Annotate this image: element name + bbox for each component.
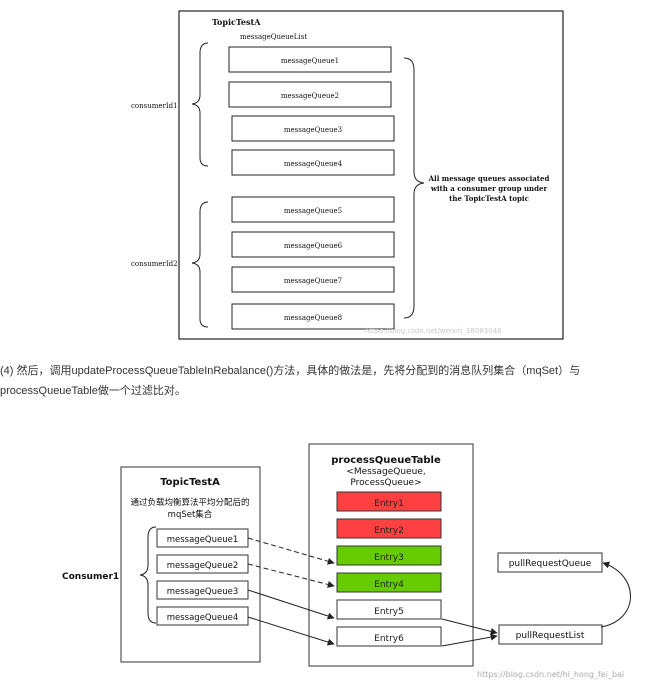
topic-title: TopicTestA: [212, 17, 261, 27]
message-queue-label: messageQueue5: [284, 207, 342, 215]
message-queue-box: [231, 303, 395, 330]
pull-request-list-label: pullRequestList: [516, 631, 585, 641]
process-queue-entry-label: Entry4: [374, 580, 404, 590]
arrow-entry6-pull-request-list: [441, 633, 498, 647]
description-paragraph: (4) 然后，调用updateProcessQueueTableInRebala…: [0, 361, 660, 401]
topic-box-subtitle-2: mqSet集合: [168, 509, 213, 520]
mqset-queue-label: messageQueue2: [167, 561, 239, 571]
message-queue-label: messageQueue4: [284, 160, 343, 168]
consumer-brace-2: [191, 201, 209, 328]
all-queues-note-line-2: with a consumer group under: [430, 184, 548, 193]
mqset-queue-label: messageQueue4: [167, 613, 239, 623]
message-queue-label: messageQueue8: [284, 314, 342, 322]
pull-request-queue-box: [497, 552, 603, 573]
message-queue-box: [231, 115, 395, 142]
process-queue-entry: [336, 545, 442, 566]
mqset-queue-box: [156, 606, 249, 626]
consumer-label: Consumer1: [62, 572, 119, 582]
topic-box-subtitle-1: 通过负载均衡算法平均分配后的: [130, 497, 249, 508]
message-queue-box: [228, 81, 392, 108]
description-line-1: (4) 然后，调用updateProcessQueueTableInRebala…: [0, 365, 581, 377]
process-queue-table-subtitle-2: ProcessQueue>: [350, 478, 421, 488]
description-line-2: processQueueTable做一个过滤比对。: [0, 385, 186, 397]
message-queue-label: messageQueue1: [281, 57, 339, 65]
watermark-1: https://blog.csdn.net/weixin_38083048: [365, 327, 502, 335]
arrow-pull-request-list-to-queue: [600, 561, 631, 628]
consumer-brace: [139, 526, 157, 624]
all-queues-note-line-1: All message queues associated: [428, 174, 550, 183]
mqset-queue-label: messageQueue3: [167, 587, 239, 597]
message-queue-label: messageQueue2: [281, 92, 339, 100]
topic-box-title: TopicTestA: [160, 477, 220, 488]
message-queue-box: [231, 231, 395, 258]
consumer-id-2-label: consumerId2: [131, 260, 178, 268]
process-queue-entry-label: Entry1: [374, 499, 404, 509]
process-queue-table-subtitle-1: <MessageQueue,: [346, 467, 425, 477]
process-queue-entry: [336, 491, 442, 512]
consumer-id-1-label: consumerId1: [131, 102, 178, 110]
process-queue-table-diagram: TopicTestA 通过负载均衡算法平均分配后的 mqSet集合 messag…: [62, 443, 631, 679]
process-queue-entry: [336, 572, 442, 593]
message-queue-label: messageQueue7: [284, 277, 342, 285]
queue-boxes: messageQueue1 messageQueue2 messageQueue3 m…: [228, 46, 395, 330]
process-queue-entry-label: Entry5: [374, 607, 404, 617]
pull-request-queue-label: pullRequestQueue: [509, 559, 592, 569]
process-queue-entry-label: Entry2: [374, 526, 404, 536]
arrow-queue4-entry6: [247, 616, 335, 646]
consumer-brace-1: [191, 42, 209, 167]
message-queue-list-label: messageQueueList: [240, 33, 307, 41]
process-queue-entry-label: Entry3: [374, 553, 404, 563]
process-queue-table-title: processQueueTable: [331, 455, 441, 466]
all-queues-note-line-3: the TopicTestA topic: [449, 194, 529, 203]
pull-request-list-box: [498, 624, 603, 645]
all-queues-brace: [403, 57, 425, 319]
process-queue-entry-label: Entry6: [374, 634, 404, 644]
process-queue-entry: [336, 599, 442, 620]
arrow-queue1-entry3: [247, 537, 335, 565]
watermark-2: https://blog.csdn.net/hi_hong_fei_bai: [477, 670, 624, 679]
mqset-queue-boxes: messageQueue1 messageQueue2 messageQueue3 m…: [156, 528, 249, 626]
mqset-queue-label: messageQueue1: [167, 535, 239, 545]
message-queue-label: messageQueue6: [284, 242, 343, 250]
arrow-entry5-pull-request-list: [441, 618, 498, 635]
topic-queue-diagram: TopicTestA messageQueueList messageQueue…: [131, 10, 564, 340]
message-queue-label: messageQueue3: [284, 126, 342, 134]
message-queue-box: [231, 266, 395, 293]
process-queue-entry: [336, 518, 442, 539]
arrow-queue2-entry4: [247, 563, 335, 588]
message-queue-box: [228, 46, 392, 73]
process-queue-entry: [336, 626, 442, 647]
message-queue-box: [231, 149, 395, 176]
arrow-queue3-entry5: [247, 589, 335, 620]
message-queue-box: [231, 196, 395, 223]
